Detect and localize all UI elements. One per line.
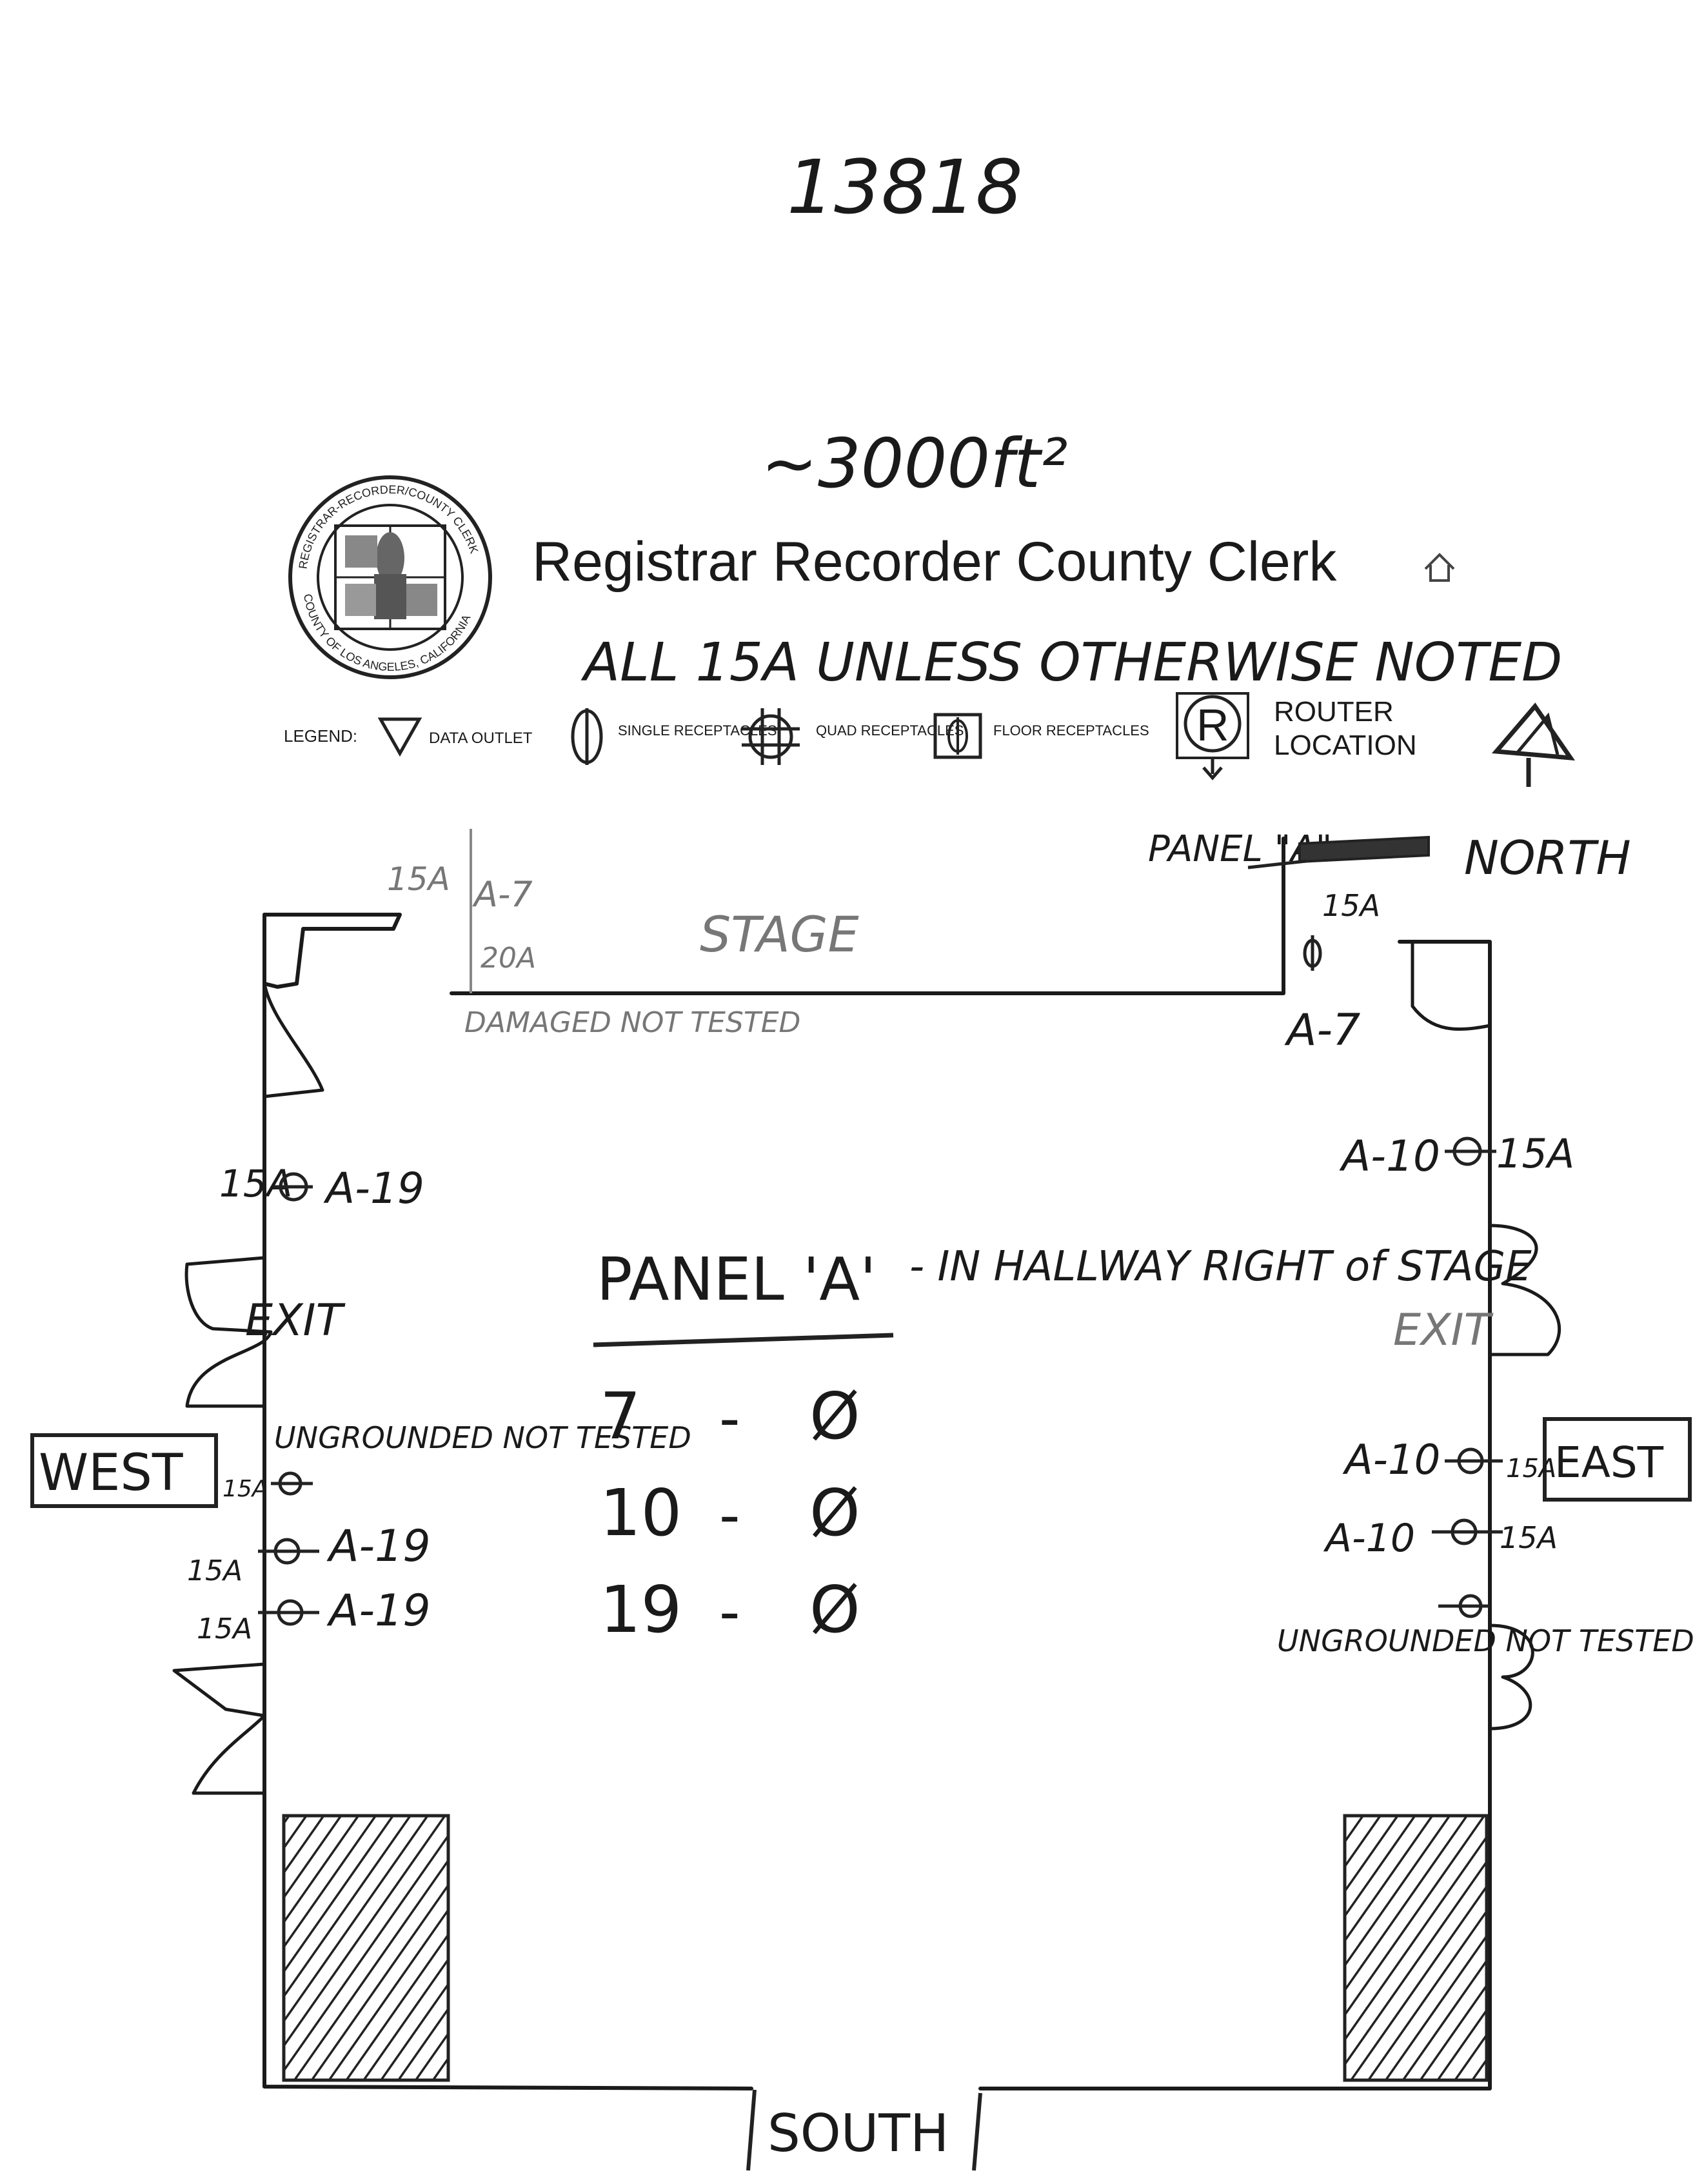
west-top-outlet-icon — [274, 1172, 313, 1202]
area-note: ~3000ft² — [761, 424, 1067, 503]
west-mid-circuit: A-19 — [326, 1521, 431, 1572]
panel-row-dash: - — [719, 1578, 740, 1646]
room-outline — [172, 837, 1561, 2090]
damaged-note-text: DAMAGED NOT TESTED — [464, 1006, 800, 1039]
south-label: SOUTH — [768, 2103, 949, 2163]
east-label: EAST — [1554, 1438, 1664, 1487]
east-low-amps: 15A — [1500, 1520, 1558, 1555]
stage-left-20a: 20A — [480, 942, 536, 975]
stage-label: STAGE — [700, 906, 859, 963]
north-label: NORTH — [1464, 831, 1631, 885]
router-label-line: ROUTER — [1274, 696, 1394, 728]
east-ungrounded-note: UNGROUNDED NOT TESTED — [1277, 1623, 1694, 1658]
triangle-data-outlet-icon — [377, 717, 422, 757]
stage-right-circuit: A-7 — [1284, 1005, 1360, 1056]
south-east-column — [1343, 1814, 1489, 2082]
legend-quad-label: QUAD RECEPTACLES — [816, 722, 964, 739]
stage-right-15a: 15A — [1322, 888, 1380, 923]
legend-router-label: ROUTER LOCATION — [1274, 696, 1417, 761]
west-exit-label: EXIT — [245, 1295, 346, 1346]
east-label-box: EAST — [1543, 1417, 1692, 1502]
general-note: ALL 15A UNLESS OTHERWISE NOTED — [580, 632, 1562, 693]
header-title: Registrar Recorder County Clerk — [532, 531, 1337, 593]
panel-row-status: Ø — [809, 1475, 860, 1551]
west-label-box: WEST — [30, 1433, 218, 1508]
panel-row-circuit: 10 — [600, 1475, 682, 1551]
south-west-column — [282, 1814, 450, 2082]
legend-label: LEGEND: — [284, 726, 357, 746]
panel-row-status: Ø — [809, 1378, 860, 1454]
router-label-line-2: LOCATION — [1274, 730, 1417, 761]
panel-row-dash: - — [719, 1482, 740, 1549]
north-arrow-icon — [1491, 702, 1576, 787]
panel-table-location: - IN HALLWAY RIGHT of STAGE — [909, 1243, 1532, 1291]
legend-floor-label: FLOOR RECEPTACLES — [993, 722, 1149, 739]
panel-row-dash: - — [719, 1385, 740, 1453]
east-top-outlet-icon — [1445, 1137, 1496, 1166]
panel-row-status: Ø — [809, 1572, 860, 1647]
county-seal-logo: REGISTRAR-RECORDER/COUNTY CLERK COUNTY O… — [288, 475, 492, 679]
east-low-outlet-icon — [1432, 1518, 1503, 1545]
panel-row-circuit: 7 — [600, 1378, 641, 1454]
west-mid-outlet-icon — [258, 1538, 319, 1565]
legend-data-outlet-label: DATA OUTLET — [429, 730, 533, 747]
single-receptacle-icon — [571, 708, 603, 765]
damaged-note: DAMAGED NOT TESTED — [464, 1006, 800, 1039]
west-label: WEST — [39, 1444, 183, 1502]
east-mid-outlet-icon — [1445, 1447, 1503, 1474]
west-top-circuit: A-19 — [323, 1164, 424, 1213]
panel-leader-line — [1247, 859, 1307, 869]
router-r-icon: R — [1176, 692, 1249, 780]
quad-receptacle-icon — [742, 708, 800, 765]
east-exit-label: EXIT — [1393, 1305, 1494, 1356]
floor-receptacle-icon — [933, 713, 982, 759]
stage-right-outlet-icon — [1303, 935, 1322, 971]
router-letter: R — [1196, 700, 1229, 750]
west-ungrounded-amps: 15A — [223, 1476, 268, 1502]
home-icon — [1424, 553, 1455, 582]
east-top-amps: 15A — [1496, 1130, 1574, 1177]
west-ungrounded-outlet-icon — [271, 1471, 313, 1496]
west-low-amps: 15A — [197, 1613, 252, 1645]
west-low-circuit: A-19 — [326, 1585, 431, 1636]
west-mid-amps: 15A — [187, 1554, 243, 1587]
east-mid-amps: 15A — [1506, 1454, 1556, 1484]
east-low-circuit: A-10 — [1323, 1516, 1415, 1561]
south-label-box: SOUTH — [746, 2089, 982, 2171]
page-number: 13818 — [787, 144, 1023, 231]
panel-table-underline — [593, 1333, 894, 1347]
east-mid-circuit: A-10 — [1342, 1436, 1440, 1484]
west-ungrounded-note: UNGROUNDED NOT TESTED — [274, 1420, 691, 1455]
stage-left-15a: 15A — [387, 860, 450, 898]
west-low-outlet-icon — [258, 1599, 319, 1626]
panel-a-box — [1298, 835, 1430, 864]
panel-table-title: PANEL 'A' — [597, 1245, 877, 1314]
east-top-circuit: A-10 — [1339, 1131, 1440, 1181]
east-ungrounded-outlet-icon — [1438, 1594, 1490, 1618]
stage-left-circuit: A-7 — [472, 874, 533, 915]
panel-table-rows: 7-Ø10-Ø19-Ø — [600, 1378, 860, 1647]
panel-row-circuit: 19 — [600, 1572, 682, 1647]
